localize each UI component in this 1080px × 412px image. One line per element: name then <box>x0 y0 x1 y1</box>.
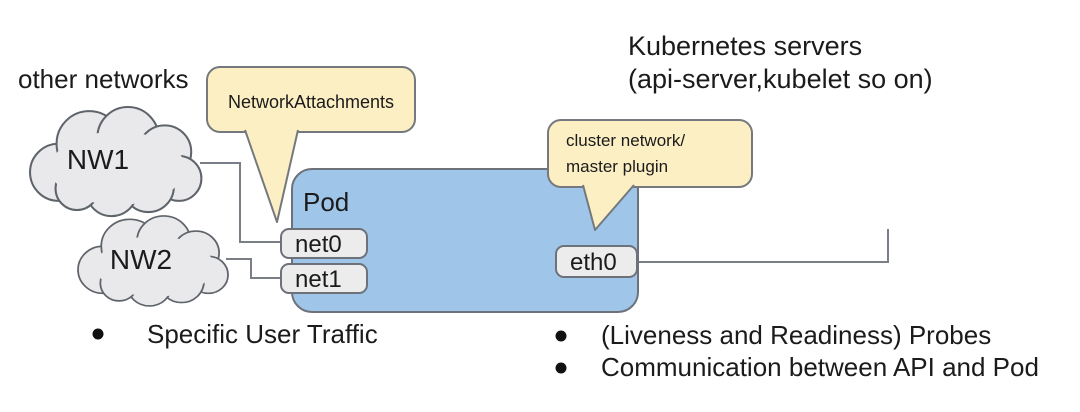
label-kubernetes-servers-line2: (api-server,kubelet so on) <box>628 64 933 94</box>
interface-net1-label: net1 <box>295 266 342 293</box>
callout-cluster-network: cluster network/ master plugin <box>547 119 753 231</box>
cloud-nw1: NW1 <box>29 105 203 218</box>
bullet-dot <box>555 362 567 374</box>
callout-network-attachments-tail <box>244 129 299 223</box>
cloud-nw2: NW2 <box>77 215 229 307</box>
bullet-probes: (Liveness and Readiness) Probes <box>555 320 991 350</box>
connector-nw1-net0 <box>200 162 282 243</box>
bullet-communication-text: Communication between API and Pod <box>601 352 1039 382</box>
bullet-specific-user-traffic: Specific User Traffic <box>92 319 378 349</box>
bullet-dot <box>555 330 567 342</box>
cloud-nw1-label: NW1 <box>67 144 129 175</box>
interface-eth0-label: eth0 <box>570 249 617 276</box>
interface-net0-label: net0 <box>295 231 342 258</box>
bullet-specific-user-traffic-text: Specific User Traffic <box>147 319 378 349</box>
bullet-probes-text: (Liveness and Readiness) Probes <box>601 320 991 350</box>
bullet-dot <box>92 328 104 340</box>
callout-cluster-network-tail <box>582 184 635 231</box>
interface-eth0: eth0 <box>555 245 638 278</box>
connector-eth0-kubernetes <box>636 229 889 263</box>
label-kubernetes-servers-line1: Kubernetes servers <box>628 31 862 61</box>
connector-nw2-net1 <box>226 258 282 279</box>
cloud-nw2-label: NW2 <box>110 244 172 275</box>
interface-net1: net1 <box>280 263 368 294</box>
pod-label: Pod <box>303 187 349 217</box>
callout-network-attachments-text: NetworkAttachments <box>228 92 394 112</box>
label-other-networks: other networks <box>18 64 189 94</box>
bullet-communication: Communication between API and Pod <box>555 352 1039 382</box>
interface-net0: net0 <box>280 228 368 259</box>
callout-cluster-network-text-line1: cluster network/ <box>566 131 685 150</box>
callout-network-attachments: NetworkAttachments <box>206 66 416 223</box>
callout-cluster-network-text-line2: master plugin <box>566 157 668 176</box>
